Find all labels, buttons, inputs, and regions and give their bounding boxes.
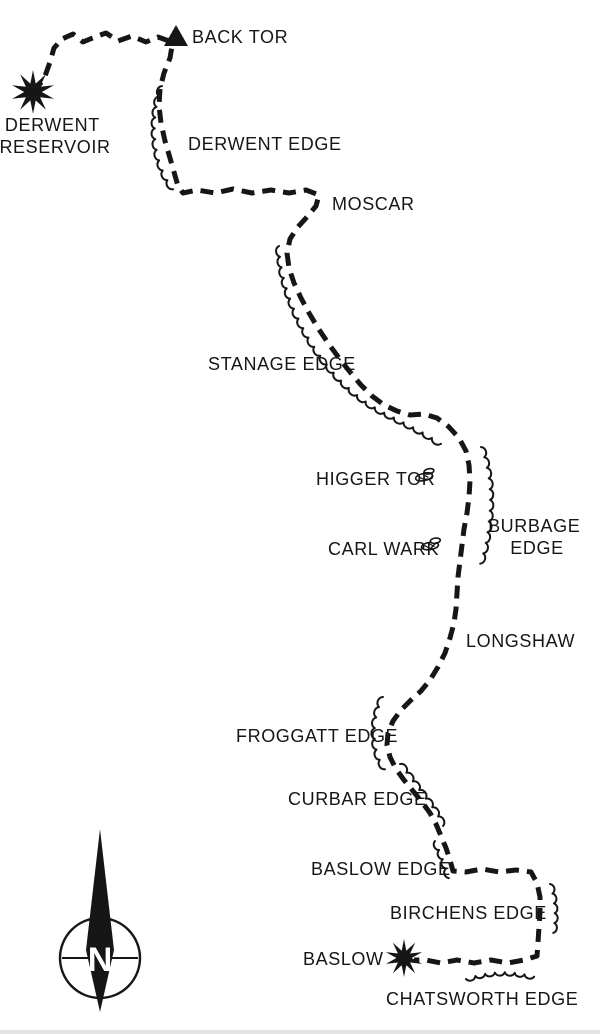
star-icon-derwent-reservoir bbox=[12, 70, 54, 114]
label-burbage-edge: BURBAGE EDGE bbox=[488, 516, 586, 558]
baslow-edge-cliff-scallops bbox=[432, 840, 450, 880]
label-derwent-reservoir-line1: DERWENT bbox=[5, 115, 100, 135]
label-derwent-edge: DERWENT EDGE bbox=[188, 134, 342, 154]
label-birchens-edge: BIRCHENS EDGE bbox=[390, 903, 547, 923]
rock-outcrop-icon-carl-wark bbox=[420, 537, 442, 551]
label-burbage-edge-line1: BURBAGE bbox=[488, 516, 580, 536]
label-curbar-edge: CURBAR EDGE bbox=[288, 789, 427, 809]
chatsworth-edge-cliff-scallops bbox=[465, 971, 536, 982]
label-derwent-reservoir: DERWENT RESERVOIR bbox=[0, 115, 111, 157]
scan-edge-artifact bbox=[0, 1030, 600, 1034]
label-carl-wark: CARL WARK bbox=[328, 539, 439, 559]
label-back-tor: BACK TOR bbox=[192, 27, 288, 47]
derwent-edge-cliff-scallops bbox=[150, 85, 175, 191]
walking-route-path bbox=[31, 30, 543, 966]
star-icon-baslow bbox=[385, 939, 423, 977]
summit-triangle-icon-back-tor bbox=[164, 25, 188, 46]
label-baslow-edge: BASLOW EDGE bbox=[311, 859, 451, 879]
label-burbage-edge-line2: EDGE bbox=[510, 538, 563, 558]
label-derwent-reservoir-line2: RESERVOIR bbox=[0, 137, 111, 157]
froggatt-edge-cliff-scallops bbox=[370, 696, 386, 771]
stanage-edge-cliff-scallops bbox=[275, 245, 442, 446]
label-baslow: BASLOW bbox=[303, 949, 384, 969]
compass-north-label: N bbox=[88, 941, 113, 979]
rock-outcrop-icon-higger-tor bbox=[414, 467, 435, 482]
label-moscar: MOSCAR bbox=[332, 194, 415, 214]
label-higger-tor: HIGGER TOR bbox=[316, 469, 435, 489]
label-froggatt-edge: FROGGATT EDGE bbox=[236, 726, 398, 746]
label-chatsworth-edge: CHATSWORTH EDGE bbox=[386, 989, 578, 1009]
compass-rose: N bbox=[58, 829, 142, 1012]
birchens-edge-cliff-scallops bbox=[549, 883, 559, 934]
compass-needle-icon bbox=[86, 829, 114, 1012]
label-longshaw: LONGSHAW bbox=[466, 631, 575, 651]
label-stanage-edge: STANAGE EDGE bbox=[208, 354, 356, 374]
curbar-edge-cliff-scallops bbox=[399, 762, 446, 827]
burbage-edge-cliff-scallops bbox=[479, 446, 495, 565]
